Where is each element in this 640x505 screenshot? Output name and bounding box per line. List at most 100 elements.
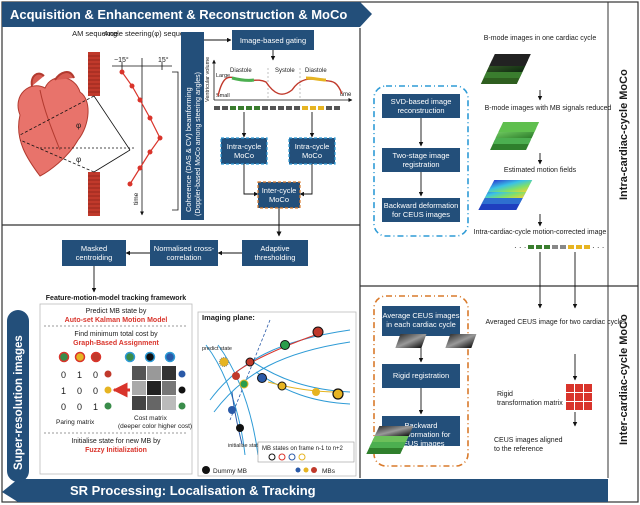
- masked-text: Masked centroiding: [75, 244, 113, 262]
- intra-step-2-text: Two-stage image registration: [392, 151, 450, 169]
- motion-field-stack: [478, 180, 533, 210]
- inter-step-2: Rigid registration: [382, 364, 460, 388]
- pair-0-2: 0: [93, 370, 98, 380]
- rigid-line1: Rigid: [497, 391, 513, 398]
- left-vertical-text: Super-resolution images: [13, 335, 25, 470]
- arrow-intra-left-to-inter: [243, 164, 259, 197]
- svg-text:· · ·: · · ·: [592, 243, 604, 252]
- find-line1: Find minimum total cost by: [74, 331, 158, 338]
- gating-box-text: Image-based gating: [240, 36, 306, 45]
- angle-steering-label: Angle steering(φ) sequence: [104, 29, 196, 38]
- angle-neg-label: −15°: [114, 56, 129, 64]
- pair-1-2: 0: [93, 386, 98, 396]
- pair-0-1: 1: [77, 370, 82, 380]
- gating-box: [232, 30, 314, 50]
- predict-line2: Auto-set Kalman Motion Model: [65, 317, 168, 324]
- pairing-matrix: 0 1 0 1 0 0 0 0 1 Paring matrix: [56, 370, 112, 426]
- pairing-label: Paring matrix: [56, 419, 95, 426]
- inter-step-2-text: Rigid registration: [392, 371, 450, 380]
- intra-step-3: Backward deformation for CEUS images: [382, 198, 460, 222]
- angle-pos-label: 15°: [158, 56, 169, 64]
- intra-left-text: Intra-cycle MoCo: [226, 142, 262, 160]
- phi-label: φ: [76, 121, 81, 130]
- inter-step-1: Average CEUS images in each cardiac cycl…: [382, 306, 460, 336]
- systole-label: Systole: [275, 68, 295, 74]
- beamforming-box: Coherence (DAS & CV) beamforming (Dopple…: [181, 32, 204, 220]
- cost-label1: Cost matrix: [134, 415, 168, 422]
- diastole1-label: Diastole: [230, 68, 252, 74]
- dummy-mb-label: Dummy MB: [213, 468, 247, 475]
- inter-step-1-text: Average CEUS images in each cardiac cycl…: [382, 311, 460, 329]
- adaptive-text: Adaptive thresholding: [254, 244, 296, 262]
- pair-2-1: 0: [77, 402, 82, 412]
- small-label: Small: [216, 93, 230, 99]
- pair-2-0: 0: [61, 402, 66, 412]
- cost-matrix: Cost matrix (deeper color higher cost): [118, 366, 192, 430]
- volume-ylabel: Ventricular volume: [205, 57, 211, 102]
- beamforming-line2: (Doppler-based MoCo among steering angle…: [195, 72, 202, 216]
- averaged-line: Averaged CEUS image for two cardiac cycl…: [485, 319, 627, 326]
- pair-0-0: 0: [61, 370, 66, 380]
- pair-1-1: 0: [77, 386, 82, 396]
- aligned-line2: to the reference: [494, 446, 543, 453]
- intra-right-box: Intra-cycle MoCo: [288, 137, 336, 165]
- inter-step-3-text: Backward transformation for CEUS images: [391, 421, 451, 446]
- bottom-banner: SR Processing: Localisation & Tracking: [2, 479, 608, 502]
- volume-time-label: time: [340, 92, 352, 98]
- predict-line1: Predict MB state by: [86, 308, 147, 315]
- aligned-line1: CEUS images aligned: [494, 437, 563, 444]
- adaptive-box: Adaptive thresholding: [242, 240, 308, 266]
- pair-2-2: 1: [93, 402, 98, 412]
- init-line1: Initialise state for new MB by: [71, 438, 161, 445]
- beam-lines: [19, 95, 135, 173]
- am-transducer-top: [88, 52, 100, 96]
- aligned-stack: [366, 426, 414, 454]
- steering-points: [119, 69, 163, 187]
- bmode-mb-line: B-mode images with MB signals reduced: [485, 105, 612, 112]
- averaged-images: [395, 334, 477, 348]
- normalised-box: Normalised cross-correlation: [150, 240, 218, 266]
- angle-steering-plot: −15° 15° time: [112, 56, 179, 216]
- imaging-plane-title: Imaging plane:: [202, 313, 255, 322]
- top-banner-text: Acquisition & Enhancement & Reconstructi…: [10, 7, 347, 22]
- top-banner: Acquisition & Enhancement & Reconstructi…: [2, 2, 372, 27]
- cost-label2: (deeper color higher cost): [118, 423, 192, 430]
- legend-mb-dots: [295, 467, 317, 473]
- volume-plot: Ventricular volume Large Small Diastole …: [205, 57, 353, 102]
- pipeline-section: Adaptive thresholding Normalised cross-c…: [62, 240, 308, 293]
- initialise-state-label: initialise state: [228, 443, 261, 449]
- intra-step-1: SVD-based image reconstruction: [382, 94, 460, 118]
- side-label-intra: Intra-cardiac-cycle MoCo: [618, 69, 630, 200]
- intra-step-1-text: SVD-based image reconstruction: [390, 97, 452, 115]
- am-sequence-label: AM sequence: [72, 29, 118, 38]
- rigid-matrix-grid: [566, 384, 592, 410]
- phi2-label: φ: [76, 155, 81, 164]
- intra-left-box: Intra-cycle MoCo: [220, 137, 268, 165]
- large-label: Large: [216, 73, 230, 79]
- inter-panel: Average CEUS images in each cardiac cycl…: [366, 295, 627, 467]
- imaging-plane-mbs: [219, 326, 344, 432]
- dummy-mb-dot: [202, 466, 210, 474]
- motion-line: Estimated motion fields: [504, 167, 577, 174]
- imaging-plane: Imaging plane: predict state initialise …: [197, 311, 357, 477]
- find-line2: Graph-Based Assignment: [73, 340, 159, 347]
- legend-states: MB states on frame n-1 to n+2: [262, 446, 344, 452]
- svg-text:· · ·: · · ·: [514, 243, 526, 252]
- normalised-text: Normalised cross-correlation: [153, 244, 215, 262]
- frame-strip: [214, 106, 340, 110]
- bmode-mb-stack: [490, 122, 540, 150]
- beamforming-line1: Coherence (DAS & CV) beamforming: [184, 87, 193, 212]
- diastole2-label: Diastole: [305, 68, 327, 74]
- inter-cycle-box: Inter-cycle MoCo: [257, 181, 301, 209]
- inter-cycle-text: Inter-cycle MoCo: [261, 186, 297, 204]
- intra-right-text: Intra-cycle MoCo: [294, 142, 330, 160]
- mb-circle-row: [58, 351, 176, 363]
- bmode-stack: [480, 54, 531, 84]
- pair-1-0: 1: [61, 386, 66, 396]
- intra-panel: SVD-based image reconstruction Two-stage…: [373, 35, 612, 309]
- intra-step-3-text: Backward deformation for CEUS images: [383, 201, 459, 219]
- corrected-strip: · · · · · ·: [514, 243, 604, 252]
- steering-time-label: time: [133, 192, 140, 205]
